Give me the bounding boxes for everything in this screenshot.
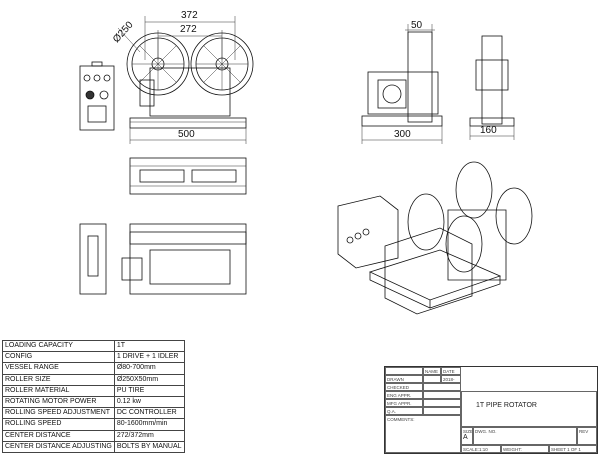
top-view: [129, 157, 247, 195]
isometric-view: [337, 161, 533, 315]
spec-key: CENTER DISTANCE: [2, 429, 115, 442]
spec-value: Ø250X50mm: [113, 373, 185, 386]
dim-side-roller-width: 50: [411, 20, 423, 31]
tb-size-label: SIZE: [463, 429, 473, 434]
spec-key: VESSEL RANGE: [2, 362, 115, 375]
spec-value: DC CONTROLLER: [113, 407, 185, 420]
tb-rev: REV: [577, 427, 597, 445]
spec-value: 272/372mm: [113, 429, 185, 442]
tb-date-header: DATE: [441, 367, 461, 375]
spec-value: 80-1600mm/min: [113, 418, 185, 431]
tb-comments: COMMENTS:: [385, 415, 461, 453]
spec-value: 1 DRIVE + 1 IDLER: [113, 351, 185, 364]
tb-qa: Q.A.: [385, 407, 423, 415]
dim-front-center-distance: 272: [180, 24, 197, 35]
spec-key: ROLLING SPEED ADJUSTMENT: [2, 407, 115, 420]
tb-size-value: A: [463, 434, 468, 441]
spec-key: CENTER DISTANCE ADJUSTING: [2, 440, 115, 453]
dim-side-small-width: 160: [480, 125, 497, 136]
tb-scale: SCALE:1:10: [461, 445, 501, 453]
tb-sheet: SHEET 1 OF 1: [549, 445, 597, 453]
tb-title: 1T PIPE ROTATOR: [461, 391, 597, 427]
spec-value: PU TIRE: [113, 384, 185, 397]
front-view: 372 272 Ø250 500: [111, 10, 254, 144]
spec-value: 1T: [113, 339, 185, 353]
control-box-front: [79, 61, 115, 131]
tb-eng-appr: ENG APPR.: [385, 391, 423, 399]
spec-value: Ø80-700mm: [113, 362, 185, 375]
tb-date-value: 2018-01: [441, 375, 461, 383]
tb-mfg-appr: MFG APPR.: [385, 399, 423, 407]
dim-side-base-width: 300: [394, 129, 411, 140]
title-block: NAME DATE DRAWN 2018-01 CHECKED ENG APPR…: [384, 366, 598, 454]
spec-key: ROLLER MATERIAL: [2, 384, 115, 397]
tb-dwg-no: DWG. NO.: [473, 427, 577, 445]
spec-key: ROTATING MOTOR POWER: [2, 395, 115, 409]
end-view: 160: [469, 35, 515, 140]
tb-weight: WEIGHT:: [501, 445, 549, 453]
spec-key: ROLLING SPEED: [2, 418, 115, 431]
spec-value: 0.12 kw: [113, 395, 185, 409]
dim-roller-diameter: Ø250: [111, 19, 136, 45]
dim-base-length: 500: [178, 129, 195, 140]
tb-checked: CHECKED: [385, 383, 423, 391]
spec-key: ROLLER SIZE: [2, 373, 115, 386]
spec-value: BOLTS BY MANUAL: [113, 440, 185, 453]
tb-drawn: DRAWN: [385, 375, 423, 383]
spec-key: CONFIG: [2, 351, 115, 364]
spec-key: LOADING CAPACITY: [2, 339, 115, 353]
dim-front-overall-width: 372: [181, 10, 198, 21]
side-view: 50 300: [361, 20, 443, 144]
tb-name-header: NAME: [423, 367, 441, 375]
plan-view: [79, 223, 247, 295]
